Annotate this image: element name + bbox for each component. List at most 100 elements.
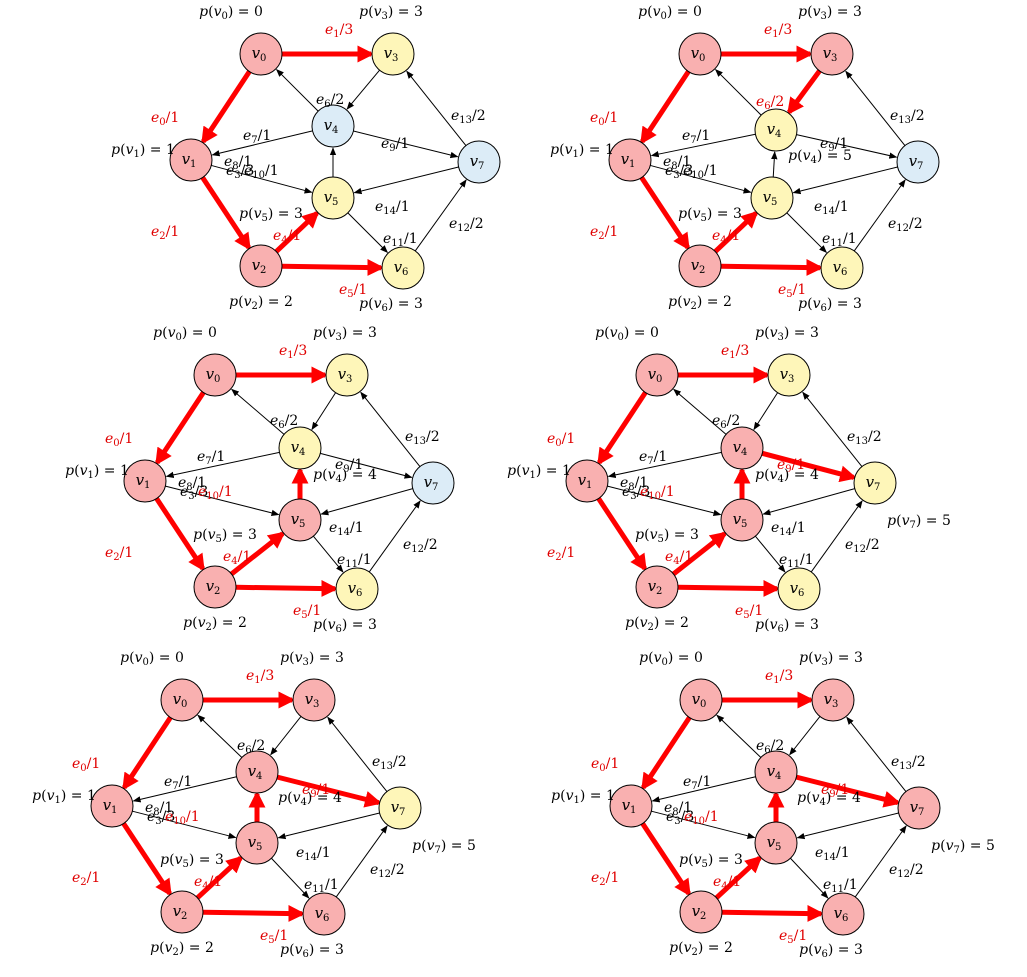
node-v0: v0 [160, 678, 204, 722]
edge-e14 [353, 166, 459, 195]
edge-label-e12: e12/2 [403, 537, 438, 555]
node-circle [239, 244, 283, 288]
edge-label-e11: e11/1 [779, 552, 814, 570]
edge-label-e1: e1/3 [765, 668, 793, 686]
node-circle [325, 353, 369, 397]
node-circle [679, 890, 723, 934]
edge-label-e11: e11/1 [337, 552, 372, 570]
edge-e4 [671, 531, 728, 576]
edge-e11 [786, 212, 828, 254]
node-circle [811, 678, 855, 722]
node-v6: v6 [335, 567, 379, 611]
node-label: v1 [182, 150, 197, 170]
edge-e12 [810, 500, 863, 573]
edge-label-e14: e14/1 [771, 520, 806, 538]
potential-v4: p(v4) = 4 [755, 467, 819, 485]
node-label: v2 [691, 256, 706, 276]
node-v6: v6 [820, 246, 864, 290]
edge-e7 [716, 714, 762, 758]
node-circle [679, 678, 723, 722]
edge-label-e3: e3/3 [666, 809, 694, 827]
node-v5: v5 [720, 498, 764, 542]
potential-v3: p(v3) = 3 [280, 650, 344, 668]
potential-v7: p(v7) = 5 [887, 513, 951, 531]
edge-label-e5: e5/1 [735, 603, 763, 621]
edges-layer [154, 366, 421, 597]
node-circle [235, 821, 279, 865]
node-label: v4 [248, 762, 263, 782]
potential-v3: p(v3) = 3 [798, 4, 862, 22]
edge-label-e3: e3/3 [226, 163, 254, 181]
node-label: v6 [833, 258, 848, 278]
edge-label-e0: e0/1 [547, 431, 575, 449]
node-v7: v7 [896, 140, 940, 184]
node-circle [810, 32, 854, 76]
node-label: v6 [834, 904, 849, 924]
node-v3: v3 [811, 678, 855, 722]
edge-e3 [165, 485, 280, 516]
edge-label-e6: e6/2 [316, 92, 344, 110]
edge-label-e4: e4/1 [665, 549, 693, 567]
node-v1: v1 [608, 138, 652, 182]
node-label: v3 [338, 365, 353, 385]
edge-e7 [275, 68, 319, 112]
potential-v1: p(v1) = 1 [550, 142, 614, 160]
node-circle [381, 246, 425, 290]
edge-label-e8: e8/1 [178, 475, 206, 493]
edge-e5 [720, 258, 824, 276]
node-v2: v2 [679, 890, 723, 934]
node-v6: v6 [821, 892, 865, 936]
node-v5: v5 [235, 821, 279, 865]
potential-v5: p(v5) = 3 [635, 527, 699, 545]
edge-label-e4: e4/1 [223, 549, 251, 567]
edge-label-e14: e14/1 [375, 199, 410, 217]
edge-e7 [197, 714, 243, 758]
node-circle [754, 108, 798, 152]
node-v3: v3 [325, 353, 369, 397]
edge-e6 [346, 69, 380, 110]
potential-v3: p(v3) = 3 [755, 325, 819, 343]
edge-label-e6: e6/2 [712, 413, 740, 431]
edge-e0 [597, 391, 648, 466]
potential-v7: p(v7) = 5 [931, 838, 995, 856]
edge-label-e14: e14/1 [296, 845, 331, 863]
edge-labels-layer: e0/1e1/3e2/1e3/3e4/1e5/1e6/2e7/1e8/1e9/1… [547, 343, 882, 621]
potential-v6: p(v6) = 3 [359, 296, 423, 314]
edge-e13 [802, 391, 863, 467]
edge-label-e13: e13/2 [451, 108, 486, 126]
edge-label-e12: e12/2 [449, 216, 484, 234]
node-circle [235, 750, 279, 794]
edge-e3 [651, 810, 756, 839]
edge-e14 [320, 488, 413, 516]
node-v4: v4 [754, 750, 798, 794]
node-v1: v1 [169, 138, 213, 182]
edge-e13 [846, 716, 907, 792]
edge-label-e0: e0/1 [151, 110, 179, 128]
edge-e5 [281, 258, 385, 276]
node-circle [457, 140, 501, 184]
edge-label-e10: e10/1 [198, 484, 233, 502]
edge-e11 [271, 857, 310, 899]
node-circle [609, 784, 653, 828]
edge-label-e13: e13/2 [372, 754, 407, 772]
edge-label-e10: e10/1 [244, 163, 279, 181]
edge-e2 [154, 497, 205, 572]
edge-labels-layer: e0/1e1/3e2/1e3/3e4/1e5/1e6/2e7/1e8/1e9/1… [591, 668, 926, 946]
edge-e8 [132, 776, 237, 803]
node-v2: v2 [193, 565, 237, 609]
node-label: v1 [621, 150, 636, 170]
edge-e4 [229, 531, 286, 576]
potentials-layer: p(v0) = 0p(v1) = 1p(v2) = 2p(v3) = 3p(v4… [551, 650, 995, 960]
edge-e8 [211, 130, 313, 157]
potential-v3: p(v3) = 3 [313, 325, 377, 343]
edge-label-e6: e6/2 [237, 738, 265, 756]
node-v1: v1 [123, 459, 167, 503]
edge-e11 [312, 535, 344, 573]
potentials-layer: p(v0) = 0p(v1) = 1p(v2) = 2p(v3) = 3p(v4… [550, 4, 862, 314]
node-circle [311, 104, 355, 148]
edge-e3 [650, 164, 752, 194]
node-label: v6 [790, 579, 805, 599]
edge-label-e7: e7/1 [682, 128, 710, 146]
edge-label-e10: e10/1 [684, 809, 719, 827]
edge-label-e11: e11/1 [823, 877, 858, 895]
